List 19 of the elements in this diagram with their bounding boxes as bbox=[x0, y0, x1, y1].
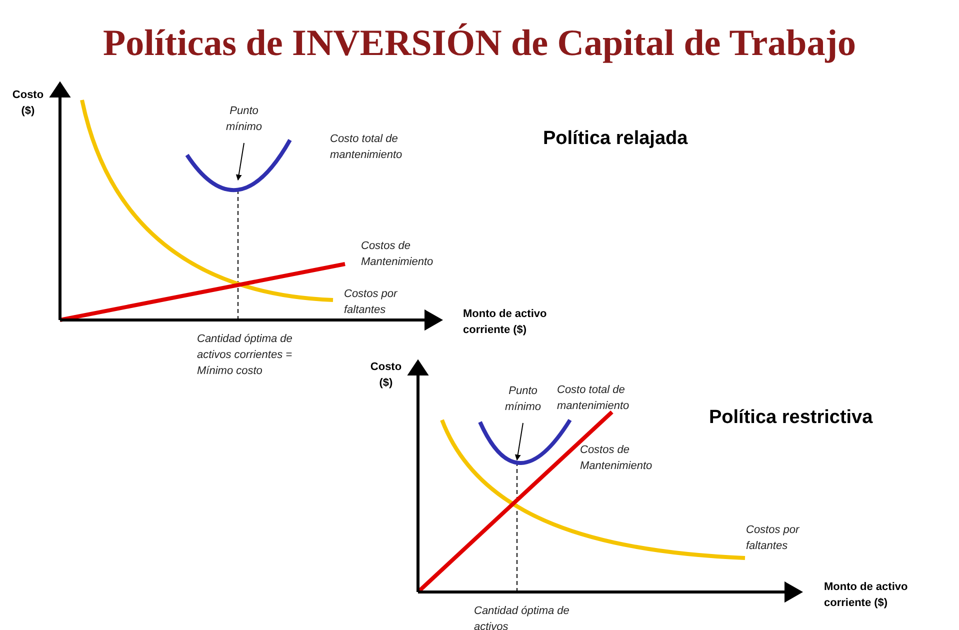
axis-label: Costo ($) bbox=[11, 88, 45, 119]
curve-label: Costo total de mantenimiento bbox=[330, 132, 404, 163]
chart-heading: Política restrictiva bbox=[709, 406, 874, 430]
curve-label: Costos por faltantes bbox=[344, 287, 398, 318]
curve-label: Costos de Mantenimiento bbox=[361, 239, 434, 270]
callout-text: Punto mínimo bbox=[504, 384, 542, 415]
chart-heading: Política relajada bbox=[543, 127, 689, 151]
leader-arrow bbox=[236, 142, 244, 181]
title: Políticas de INVERSIÓN de Capital de Trabajo bbox=[102, 22, 858, 66]
axis-label: Costo ($) bbox=[369, 360, 403, 391]
curve-label: Costos de Mantenimiento bbox=[580, 443, 654, 474]
axis-label: Monto de activo corriente ($) bbox=[463, 307, 548, 338]
curve-label: Cantidad óptima de activos corrientes = Mínimo costo bbox=[197, 332, 294, 379]
axis-label: Monto de activo corriente ($) bbox=[824, 580, 909, 611]
callout-text: Punto mínimo bbox=[224, 104, 264, 135]
leader-arrow bbox=[514, 422, 524, 461]
curve-label: Cantidad óptima de activos bbox=[474, 604, 570, 630]
curve-label: Costo total de mantenimiento bbox=[557, 383, 630, 414]
curve-label: Costos por faltantes bbox=[746, 523, 800, 554]
